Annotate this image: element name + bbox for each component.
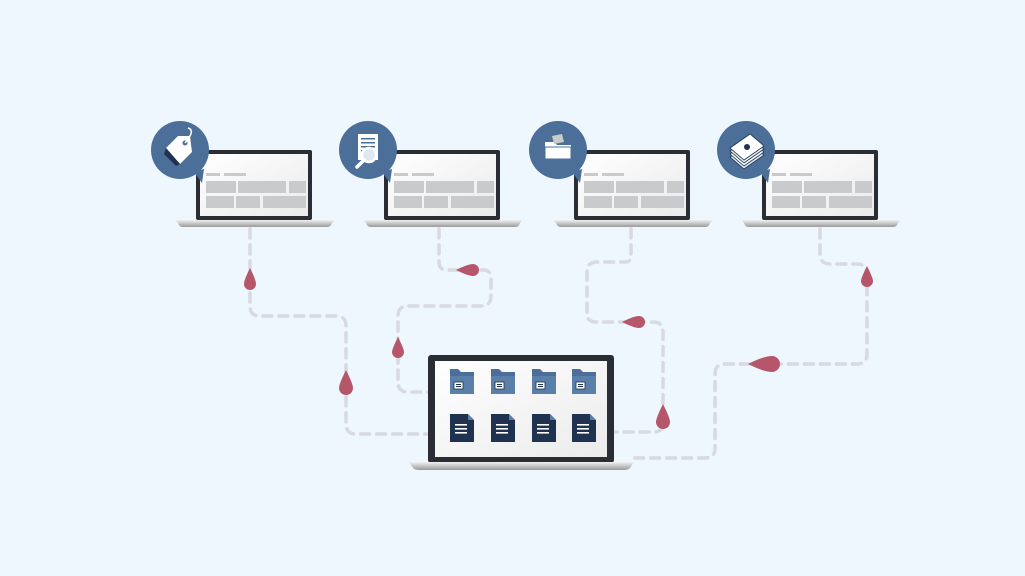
screen-line bbox=[206, 173, 220, 176]
document-icon bbox=[572, 414, 596, 442]
screen-cell bbox=[289, 181, 306, 193]
connector-search-document bbox=[396, 227, 493, 394]
drop bbox=[656, 404, 670, 429]
document-icon bbox=[450, 414, 474, 442]
screen-cell bbox=[584, 181, 614, 193]
screen-cell bbox=[667, 181, 684, 193]
screen-cell bbox=[772, 181, 802, 193]
central-laptop-base bbox=[409, 462, 634, 470]
screen-cell bbox=[641, 196, 684, 208]
price-tag-icon bbox=[151, 121, 209, 183]
screen-cell bbox=[236, 196, 260, 208]
screen-cell bbox=[616, 181, 664, 193]
connector-tag bbox=[248, 227, 430, 436]
connector-money bbox=[632, 227, 869, 460]
screen-line bbox=[772, 173, 786, 176]
screen-line bbox=[584, 173, 598, 176]
screen-cell bbox=[424, 196, 448, 208]
central-laptop bbox=[409, 355, 634, 470]
screen-cell bbox=[802, 196, 826, 208]
data-drops bbox=[244, 264, 873, 429]
screen-cell bbox=[394, 196, 422, 208]
screen-cell bbox=[829, 196, 872, 208]
drop bbox=[392, 337, 404, 358]
drop bbox=[622, 316, 645, 328]
screen-cell bbox=[206, 181, 236, 193]
laptop-base bbox=[176, 220, 334, 227]
screen-cell bbox=[855, 181, 872, 193]
drop bbox=[244, 268, 256, 290]
open-folder-icon bbox=[529, 121, 587, 183]
screen-cell bbox=[206, 196, 234, 208]
folder-icon bbox=[572, 369, 596, 394]
endpoint-laptop-money bbox=[717, 121, 900, 227]
laptop-base bbox=[742, 220, 900, 227]
laptop-base bbox=[554, 220, 712, 227]
screen-cell bbox=[477, 181, 494, 193]
screen-line bbox=[790, 173, 812, 176]
screen-cell bbox=[584, 196, 612, 208]
screen-cell bbox=[804, 181, 852, 193]
cash-stack-icon bbox=[717, 121, 775, 183]
screen-cell bbox=[451, 196, 494, 208]
folder-icon bbox=[532, 369, 556, 394]
laptop-base bbox=[364, 220, 522, 227]
document-magnifier-icon bbox=[339, 121, 397, 183]
drop bbox=[339, 370, 353, 395]
folder-icon bbox=[450, 369, 474, 394]
screen-line bbox=[394, 173, 408, 176]
screen-line bbox=[224, 173, 246, 176]
screen-cell bbox=[394, 181, 424, 193]
screen-cell bbox=[426, 181, 474, 193]
drop bbox=[861, 266, 873, 287]
screen-cell bbox=[263, 196, 306, 208]
folder-icon bbox=[491, 369, 515, 394]
screen-cell bbox=[772, 196, 800, 208]
endpoint-laptop-search-document bbox=[339, 121, 522, 227]
endpoint-laptop-folder bbox=[529, 121, 712, 227]
drop bbox=[748, 356, 780, 372]
screen-line bbox=[602, 173, 624, 176]
document-icon bbox=[491, 414, 515, 442]
screen-cell bbox=[238, 181, 286, 193]
endpoint-laptop-tag bbox=[151, 121, 334, 227]
screen-cell bbox=[614, 196, 638, 208]
document-icon bbox=[532, 414, 556, 442]
drop bbox=[456, 264, 479, 276]
screen-line bbox=[412, 173, 434, 176]
